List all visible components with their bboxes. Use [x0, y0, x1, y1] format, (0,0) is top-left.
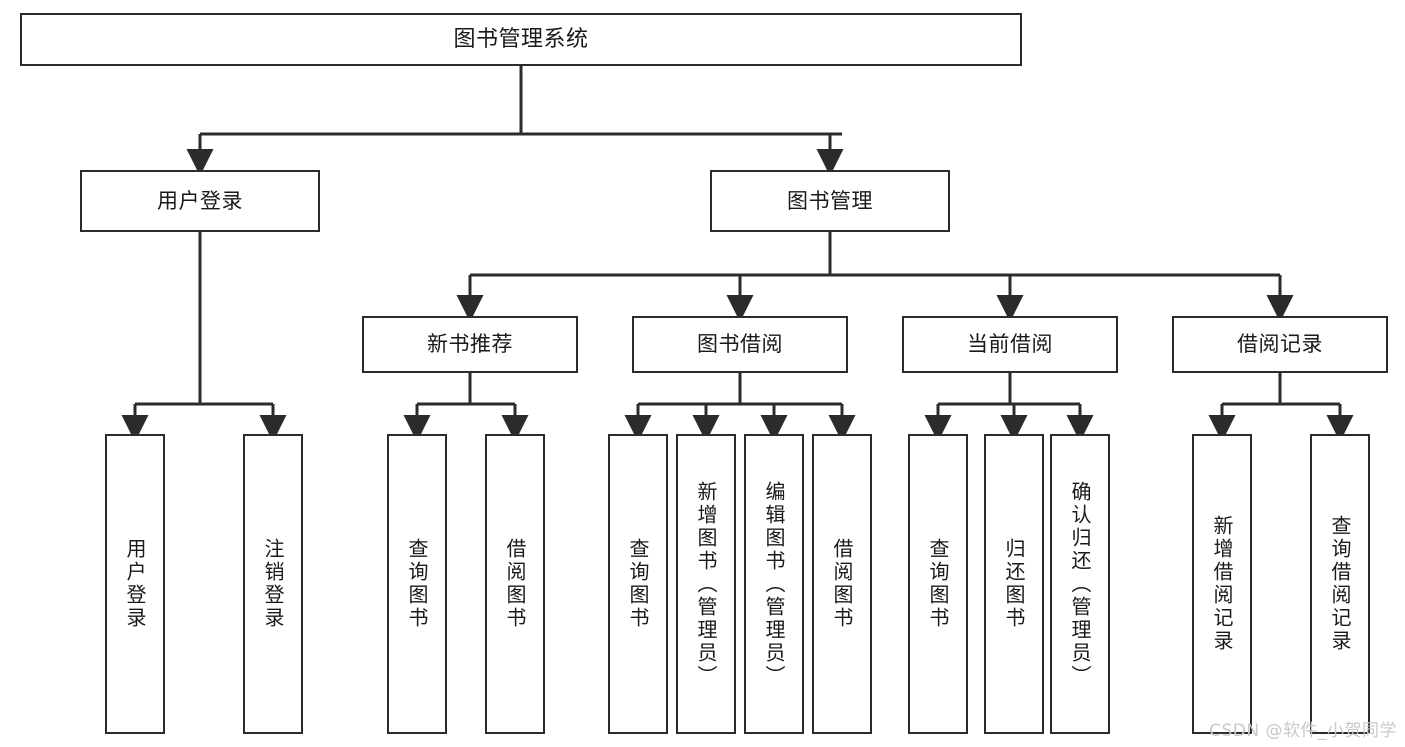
leaf-cb-query-book-label: 查询图书: [926, 538, 950, 630]
leaf-nbr-query-book[interactable]: 查询图书: [387, 434, 447, 734]
node-root-label: 图书管理系统: [453, 26, 589, 52]
leaf-cb-confirm-return-admin[interactable]: 确认归还（管理员）: [1050, 434, 1110, 734]
leaf-bb-add-book-admin[interactable]: 新增图书（管理员）: [676, 434, 736, 734]
leaf-br-query-record[interactable]: 查询借阅记录: [1310, 434, 1370, 734]
connector-group: [121, 66, 1354, 442]
node-book-management[interactable]: 图书管理: [710, 170, 950, 232]
leaf-cb-query-book[interactable]: 查询图书: [908, 434, 968, 734]
leaf-nbr-borrow-book[interactable]: 借阅图书: [485, 434, 545, 734]
leaf-user-login-label: 用户登录: [123, 538, 147, 630]
leaf-cb-confirm-return-admin-label: 确认归还（管理员）: [1068, 480, 1092, 688]
leaf-nbr-borrow-book-label: 借阅图书: [503, 538, 527, 630]
leaf-bb-add-book-admin-label: 新增图书（管理员）: [694, 480, 718, 688]
node-borrow-record[interactable]: 借阅记录: [1172, 316, 1388, 373]
leaf-cb-return-book-label: 归还图书: [1002, 538, 1026, 630]
leaf-bb-edit-book-admin-label: 编辑图书（管理员）: [762, 480, 786, 688]
leaf-bb-query-book[interactable]: 查询图书: [608, 434, 668, 734]
node-current-borrow-label: 当前借阅: [967, 332, 1053, 357]
leaf-br-query-record-label: 查询借阅记录: [1328, 515, 1352, 653]
leaf-bb-edit-book-admin[interactable]: 编辑图书（管理员）: [744, 434, 804, 734]
leaf-bb-borrow-book[interactable]: 借阅图书: [812, 434, 872, 734]
node-new-book-recommend[interactable]: 新书推荐: [362, 316, 578, 373]
node-new-book-recommend-label: 新书推荐: [427, 332, 513, 357]
node-borrow-record-label: 借阅记录: [1237, 332, 1323, 357]
node-book-management-label: 图书管理: [787, 188, 873, 213]
node-current-borrow[interactable]: 当前借阅: [902, 316, 1118, 373]
node-book-borrow-label: 图书借阅: [697, 332, 783, 357]
leaf-logout-label: 注销登录: [261, 538, 285, 630]
node-root[interactable]: 图书管理系统: [20, 13, 1022, 66]
leaf-br-add-record-label: 新增借阅记录: [1210, 515, 1234, 653]
leaf-user-login[interactable]: 用户登录: [105, 434, 165, 734]
node-book-borrow[interactable]: 图书借阅: [632, 316, 848, 373]
leaf-nbr-query-book-label: 查询图书: [405, 538, 429, 630]
node-user-login[interactable]: 用户登录: [80, 170, 320, 232]
leaf-cb-return-book[interactable]: 归还图书: [984, 434, 1044, 734]
leaf-bb-query-book-label: 查询图书: [626, 538, 650, 630]
node-user-login-label: 用户登录: [157, 188, 243, 213]
leaf-logout[interactable]: 注销登录: [243, 434, 303, 734]
leaf-bb-borrow-book-label: 借阅图书: [830, 538, 854, 630]
leaf-br-add-record[interactable]: 新增借阅记录: [1192, 434, 1252, 734]
